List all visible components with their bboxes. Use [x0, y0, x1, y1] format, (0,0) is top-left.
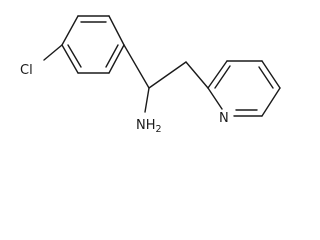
pyridine-ring	[207, 60, 281, 117]
pyridine-nitrogen-label: N	[219, 111, 229, 126]
bond-c-cl	[43, 44, 63, 61]
amine-label-main: NH	[136, 118, 156, 133]
chlorobenzene-ring	[61, 15, 125, 74]
amine-label-subscript: 2	[156, 124, 162, 135]
bond-ring-ch	[123, 44, 150, 89]
bond-ring2-4	[261, 87, 281, 117]
chlorine-label: Cl	[20, 63, 33, 78]
bond-ch2-pyridine	[185, 61, 209, 89]
bond-ring1-5	[61, 44, 79, 74]
bond-ring1-3	[108, 44, 125, 74]
amine-label: NH2	[136, 118, 162, 135]
double-bond-ring1-b	[105, 44, 119, 68]
bond-ring1-2	[108, 15, 125, 46]
bond-ch-nh2	[144, 87, 150, 113]
bond-ch-ch2	[148, 61, 187, 89]
bond-ring2-6	[207, 87, 223, 110]
double-bond-ring2-a	[214, 65, 231, 89]
bond-ring2-3	[261, 60, 281, 89]
double-bond-ring1-c	[67, 44, 82, 68]
chemical-structure: Cl NH2 N	[20, 15, 281, 135]
bond-ring1-6	[61, 15, 79, 46]
bond-ring2-1	[207, 60, 228, 89]
double-bond-ring2-b	[258, 66, 274, 89]
